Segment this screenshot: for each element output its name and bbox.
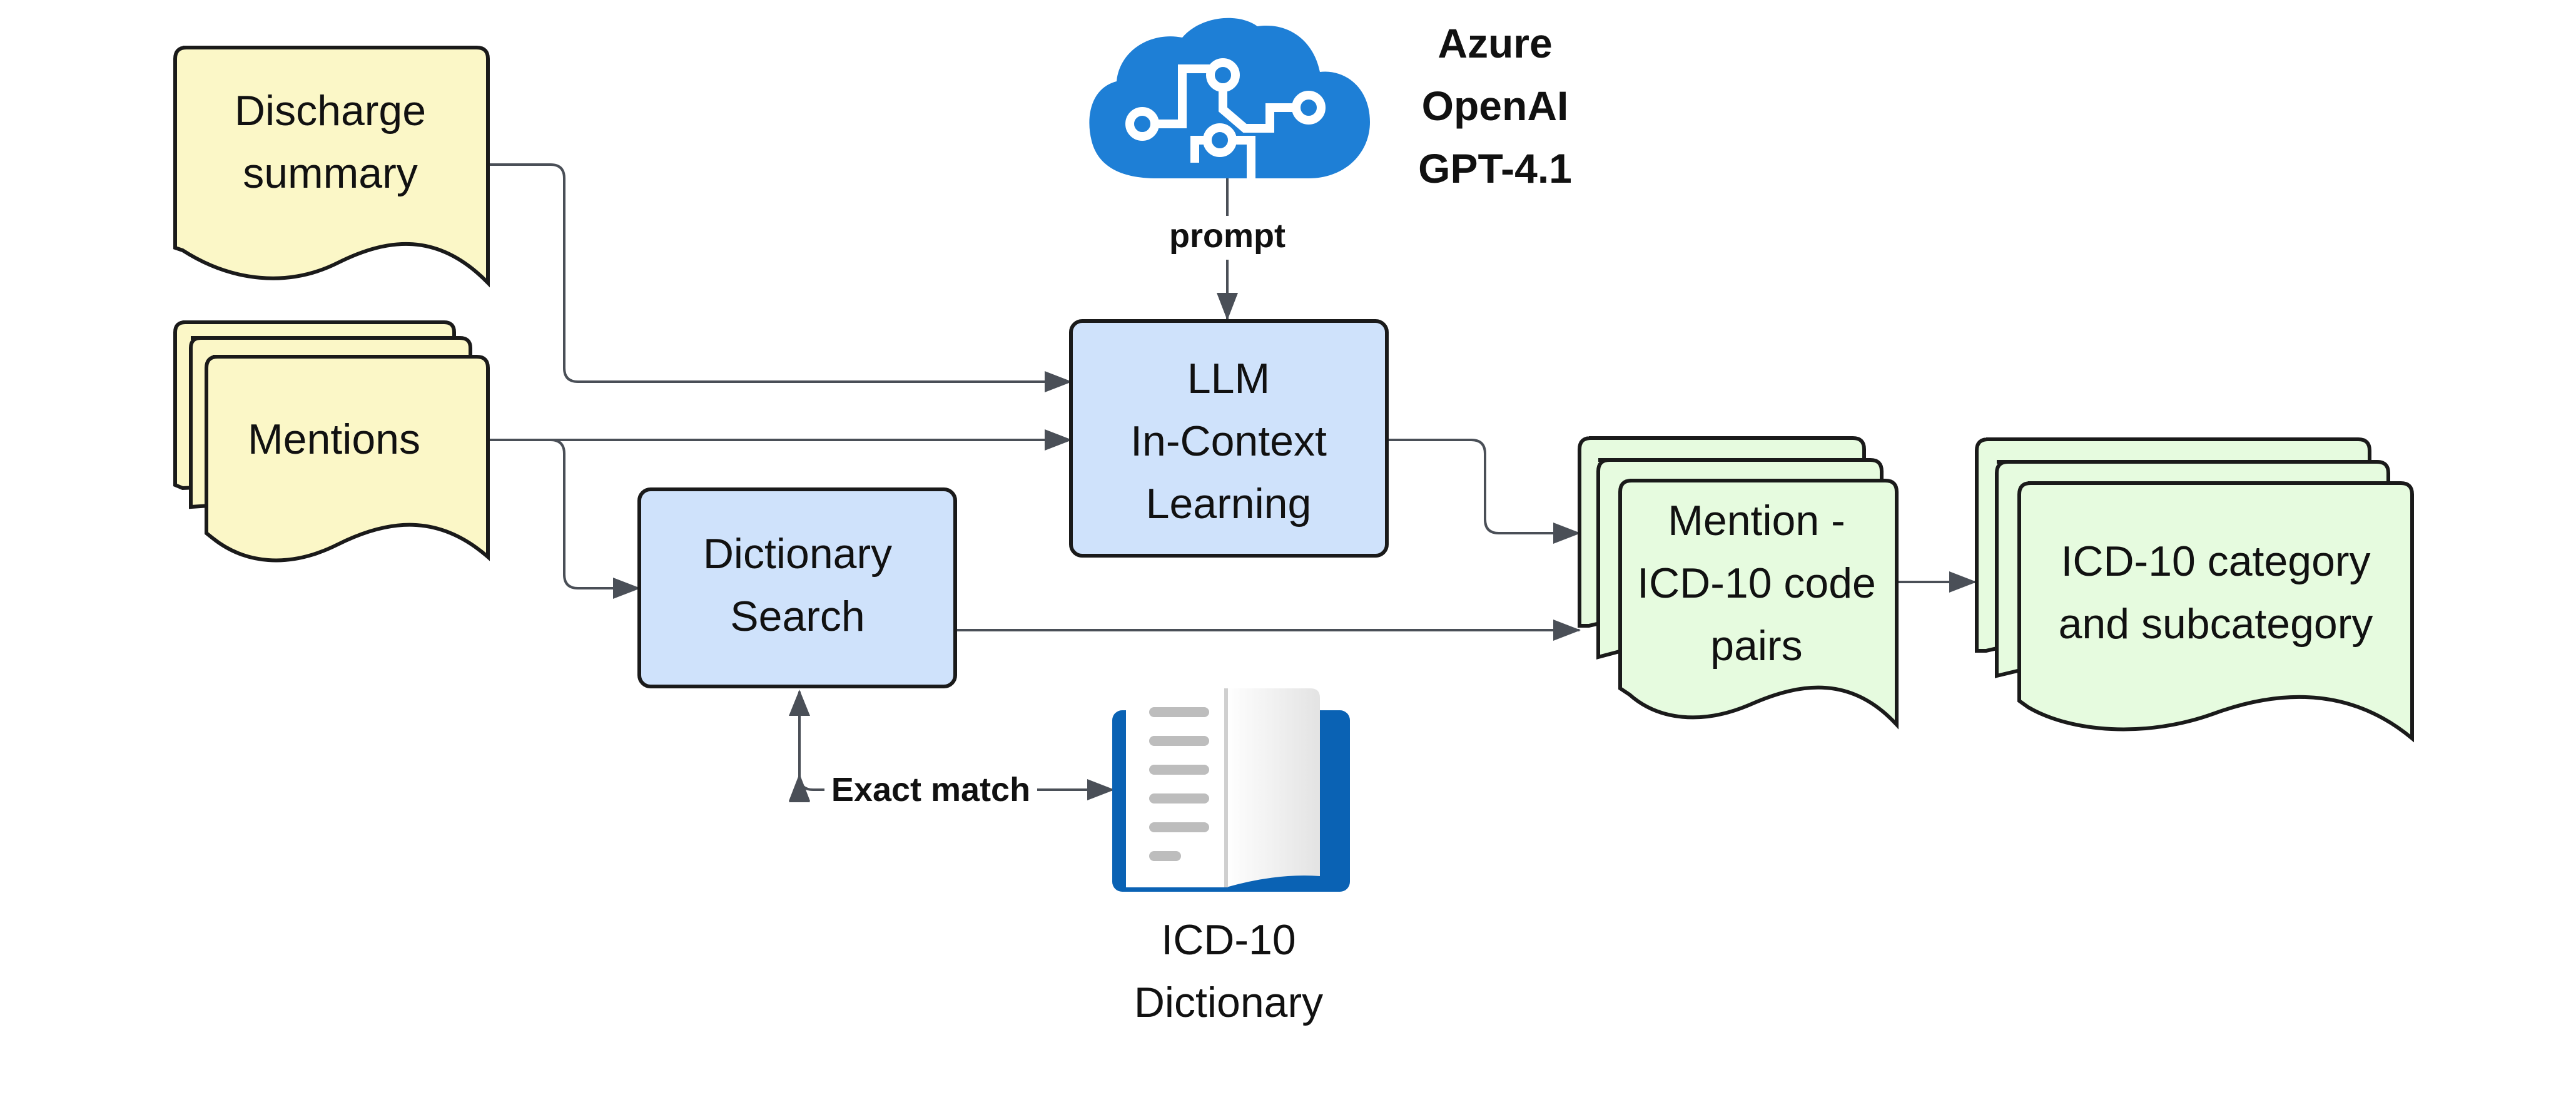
llm-line2: In-Context xyxy=(1130,417,1327,465)
connectors xyxy=(488,163,1977,802)
icd10-dictionary-line2: Dictionary xyxy=(1134,979,1323,1026)
discharge-summary-line2: summary xyxy=(243,150,418,197)
category-line2: and subcategory xyxy=(2059,600,2373,648)
dictionary-search-line1: Dictionary xyxy=(703,530,892,578)
prompt-label-bg xyxy=(1164,216,1289,260)
arrow-mentions-to-dictionary-search xyxy=(550,439,641,599)
mentions-doc-stack: Mentions xyxy=(173,320,490,563)
category-line1: ICD-10 category xyxy=(2061,538,2370,585)
arrow-discharge-to-llm xyxy=(488,163,1072,392)
exact-match-label: Exact match xyxy=(831,771,1030,809)
icd10-dictionary-line1: ICD-10 xyxy=(1161,916,1296,964)
llm-line3: Learning xyxy=(1146,480,1312,528)
discharge-summary-line1: Discharge xyxy=(235,87,426,135)
azure-cloud-icon xyxy=(1089,18,1370,178)
category-output-doc-stack: ICD-10 category and subcategory xyxy=(1975,437,2414,743)
llm-box: LLM In-Context Learning xyxy=(1069,319,1389,558)
llm-line1: LLM xyxy=(1187,355,1270,402)
pairs-line3: pairs xyxy=(1710,622,1802,670)
arrow-llm-to-pairs xyxy=(1387,439,1581,544)
exact-match-up-arrowhead xyxy=(789,690,810,716)
mentions-label: Mentions xyxy=(248,416,420,463)
pairs-line2: ICD-10 code xyxy=(1637,559,1876,607)
exact-match-label-bg xyxy=(824,767,1037,812)
mention-code-pairs-doc-stack: Mention - ICD-10 code pairs xyxy=(1578,436,1899,730)
discharge-summary-doc: Discharge summary xyxy=(173,46,490,288)
azure-line2: OpenAI xyxy=(1422,83,1569,129)
arrow-exact-match-line xyxy=(798,691,1115,800)
dictionary-search-box: Dictionary Search xyxy=(637,487,957,688)
azure-line1: Azure xyxy=(1438,20,1552,66)
book-icon xyxy=(1112,688,1350,892)
azure-line3: GPT-4.1 xyxy=(1418,145,1572,191)
pairs-line1: Mention - xyxy=(1668,497,1845,544)
prompt-label: prompt xyxy=(1169,217,1285,255)
dictionary-search-line2: Search xyxy=(730,593,865,640)
